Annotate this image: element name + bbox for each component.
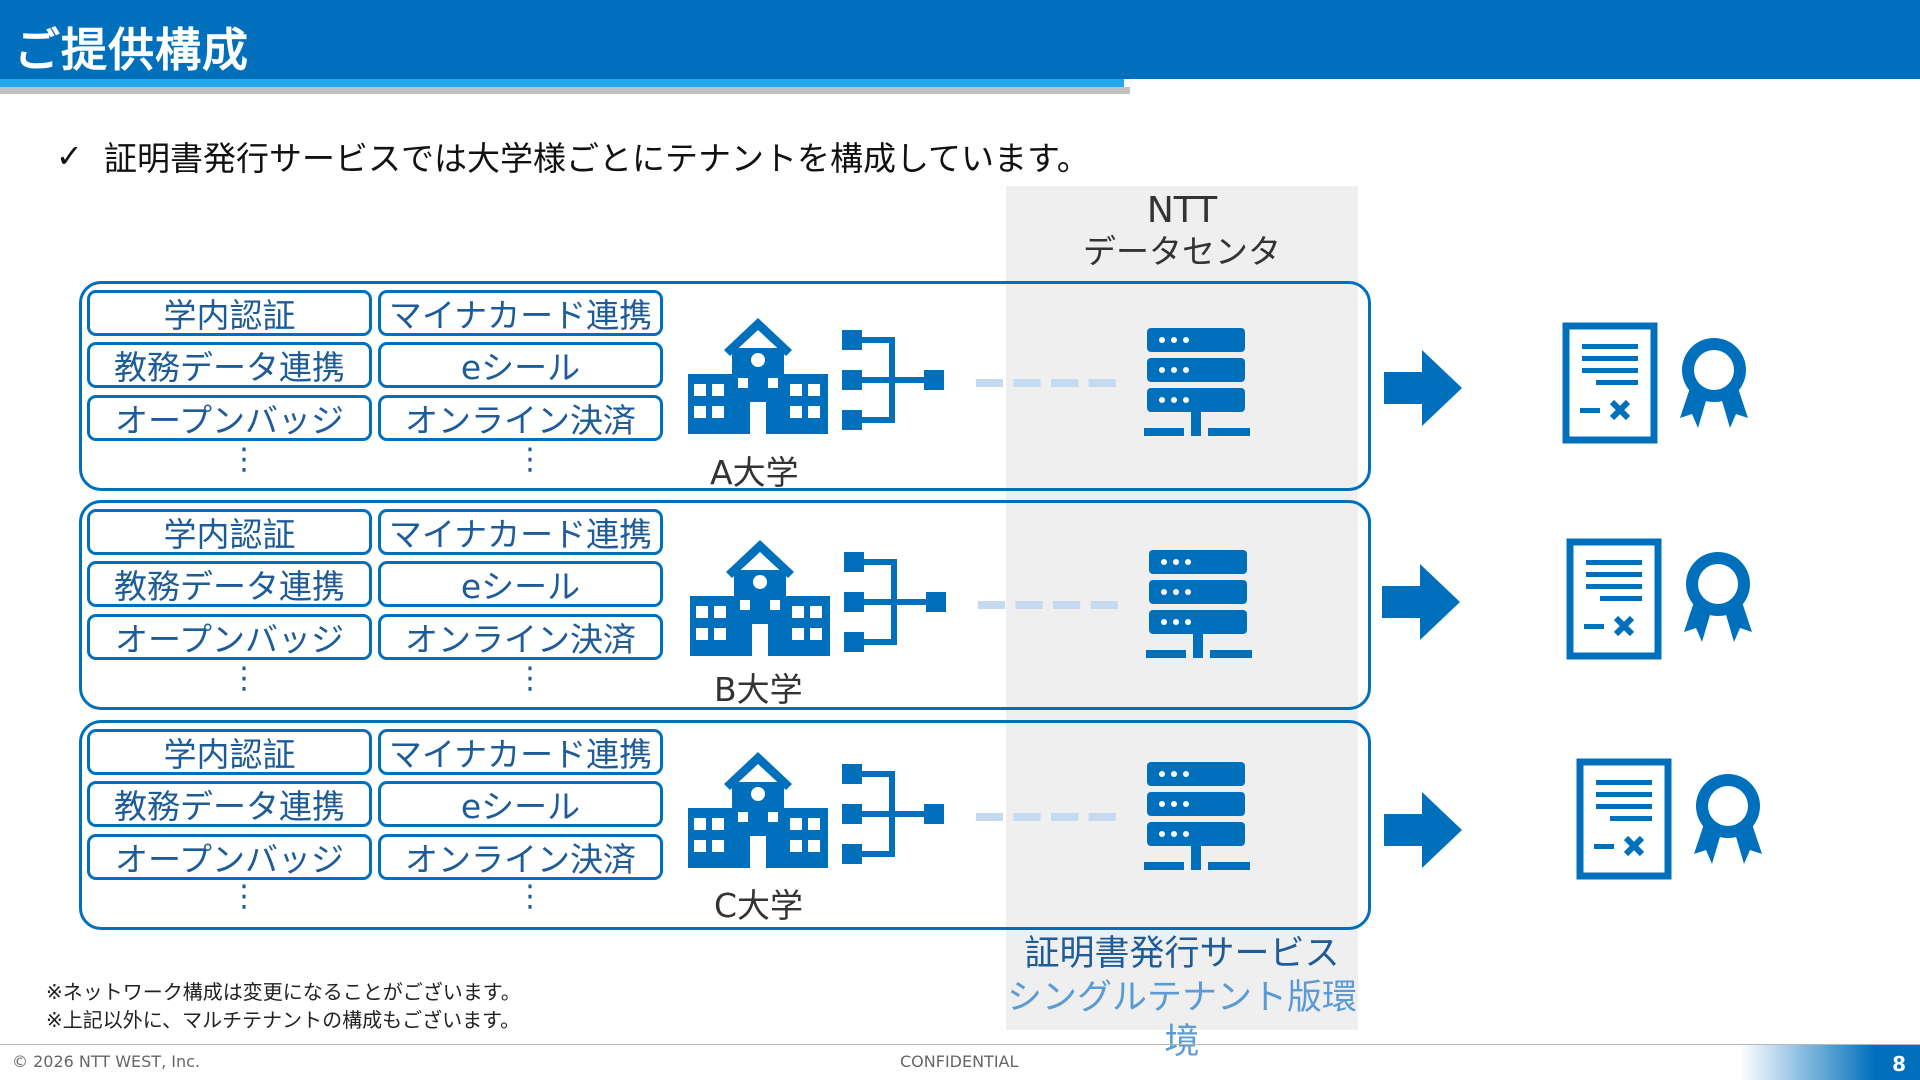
feature-online-payment: オンライン決済 — [378, 614, 663, 660]
feature-eseal: eシール — [378, 781, 663, 827]
note-network-change: ※ネットワーク構成は変更になることがございます。 — [46, 980, 521, 1004]
header-bar — [0, 0, 1920, 79]
environment-name: シングルテナント版環境 — [1006, 978, 1357, 1062]
server-icon — [1144, 762, 1250, 870]
feature-online-payment: オンライン決済 — [378, 834, 663, 880]
feature-eseal: eシール — [378, 342, 663, 388]
more-features-dots: ⋮ — [515, 661, 545, 696]
arrow-right-icon — [1384, 350, 1462, 426]
feature-mynumber-card: マイナカード連携 — [378, 509, 663, 555]
page-number: 8 — [1892, 1052, 1906, 1076]
certificate-icon — [1566, 538, 1662, 660]
confidential-label: CONFIDENTIAL — [900, 1052, 1019, 1071]
connection-dashed-line — [977, 601, 1118, 609]
more-features-dots: ⋮ — [229, 661, 259, 696]
school-building-icon — [690, 540, 830, 656]
feature-academic-data: 教務データ連携 — [87, 781, 372, 827]
university-panel-a: 学内認証 マイナカード連携 教務データ連携 eシール オープンバッジ オンライン… — [79, 281, 1371, 492]
page-title: ご提供構成 — [14, 23, 249, 77]
school-building-icon — [688, 318, 828, 434]
datacenter-title-line1: NTT — [1146, 190, 1218, 231]
school-building-icon — [688, 752, 828, 868]
more-features-dots: ⋮ — [515, 879, 545, 914]
university-panel-b: 学内認証 マイナカード連携 教務データ連携 eシール オープンバッジ オンライン… — [79, 500, 1371, 710]
note-multitenant: ※上記以外に、マルチテナントの構成もございます。 — [46, 1008, 521, 1032]
datacenter-title: NTT データセンタ — [1006, 190, 1358, 272]
network-switch-icon — [844, 552, 946, 652]
header-shadow-line — [0, 87, 1130, 94]
award-medal-icon — [1684, 552, 1752, 642]
server-icon — [1146, 550, 1252, 658]
feature-mynumber-card: マイナカード連携 — [378, 290, 663, 336]
feature-academic-data: 教務データ連携 — [87, 342, 372, 388]
feature-mynumber-card: マイナカード連携 — [378, 729, 663, 775]
feature-campus-auth: 学内認証 — [87, 509, 372, 555]
feature-academic-data: 教務データ連携 — [87, 561, 372, 607]
university-name: A大学 — [710, 453, 799, 492]
arrow-right-icon — [1384, 792, 1462, 868]
more-features-dots: ⋮ — [515, 442, 545, 477]
certificate-icon — [1576, 758, 1672, 880]
service-name: 証明書発行サービス — [1024, 934, 1340, 974]
arrow-right-icon — [1382, 564, 1460, 640]
lead-text: ✓ 証明書発行サービスでは大学様ごとにテナントを構成しています。 — [56, 132, 1090, 180]
more-features-dots: ⋮ — [229, 879, 259, 914]
copyright: © 2026 NTT WEST, Inc. — [12, 1052, 200, 1071]
connection-dashed-line — [975, 379, 1116, 387]
lead-sentence: 証明書発行サービスでは大学様ごとにテナントを構成しています。 — [104, 139, 1090, 178]
more-features-dots: ⋮ — [229, 442, 259, 477]
award-medal-icon — [1694, 774, 1762, 864]
feature-eseal: eシール — [378, 561, 663, 607]
footer-divider — [0, 1044, 1920, 1045]
feature-online-payment: オンライン決済 — [378, 395, 663, 441]
feature-open-badge: オープンバッジ — [87, 834, 372, 880]
connection-dashed-line — [975, 813, 1116, 821]
server-icon — [1144, 328, 1250, 436]
feature-campus-auth: 学内認証 — [87, 290, 372, 336]
network-switch-icon — [842, 764, 944, 864]
university-name: C大学 — [714, 886, 804, 925]
datacenter-title-line2: データセンタ — [1083, 232, 1281, 271]
feature-open-badge: オープンバッジ — [87, 395, 372, 441]
award-medal-icon — [1680, 338, 1748, 428]
datacenter-footer: 証明書発行サービス シングルテナント版環境 — [1006, 932, 1358, 1064]
notes: ※ネットワーク構成は変更になることがございます。 ※上記以外に、マルチテナントの… — [46, 978, 521, 1034]
university-name: B大学 — [714, 670, 803, 709]
network-switch-icon — [842, 330, 944, 430]
header-accent-line — [0, 79, 1124, 87]
certificate-icon — [1562, 322, 1658, 444]
check-icon: ✓ — [56, 137, 83, 175]
page-number-tab — [1740, 1045, 1920, 1080]
feature-campus-auth: 学内認証 — [87, 729, 372, 775]
university-panel-c: 学内認証 マイナカード連携 教務データ連携 eシール オープンバッジ オンライン… — [79, 720, 1371, 930]
feature-open-badge: オープンバッジ — [87, 614, 372, 660]
